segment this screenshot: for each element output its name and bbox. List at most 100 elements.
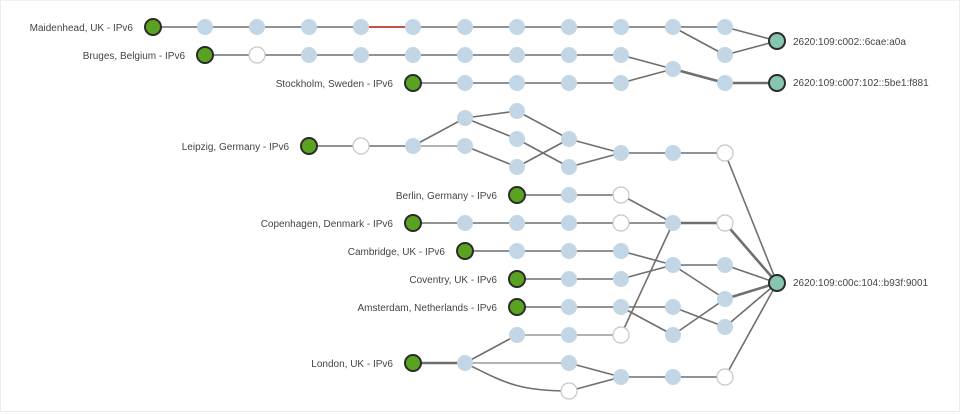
source-node[interactable] — [404, 214, 422, 232]
path-edge — [620, 264, 674, 280]
path-edge — [516, 110, 570, 140]
path-edge — [724, 281, 778, 301]
destination-node[interactable] — [768, 274, 786, 292]
hop-node[interactable] — [509, 19, 525, 35]
hop-node[interactable] — [613, 75, 629, 91]
path-edge — [724, 282, 778, 328]
path-edge — [568, 138, 622, 154]
unresponsive-hop-node[interactable] — [716, 368, 734, 386]
hop-node[interactable] — [509, 327, 525, 343]
hop-node[interactable] — [717, 257, 733, 273]
hop-node[interactable] — [509, 243, 525, 259]
hop-node[interactable] — [717, 19, 733, 35]
hop-node[interactable] — [717, 319, 733, 335]
hop-node[interactable] — [457, 138, 473, 154]
hop-node[interactable] — [665, 215, 681, 231]
hop-node[interactable] — [717, 291, 733, 307]
path-edge — [516, 138, 570, 168]
hop-node[interactable] — [561, 19, 577, 35]
hop-node[interactable] — [561, 131, 577, 147]
path-edge — [620, 68, 674, 84]
hop-node[interactable] — [457, 110, 473, 126]
hop-node[interactable] — [509, 103, 525, 119]
destination-node[interactable] — [768, 32, 786, 50]
path-edge — [672, 26, 726, 56]
source-node[interactable] — [404, 354, 422, 372]
hop-node[interactable] — [613, 369, 629, 385]
hop-node[interactable] — [509, 215, 525, 231]
hop-node[interactable] — [509, 131, 525, 147]
path-edge — [620, 222, 674, 336]
path-edge — [672, 264, 726, 300]
unresponsive-hop-node[interactable] — [612, 214, 630, 232]
hop-node[interactable] — [457, 19, 473, 35]
hop-node[interactable] — [405, 19, 421, 35]
hop-node[interactable] — [457, 47, 473, 63]
hop-node[interactable] — [665, 369, 681, 385]
hop-node[interactable] — [405, 138, 421, 154]
hop-node[interactable] — [301, 19, 317, 35]
hop-node[interactable] — [457, 75, 473, 91]
unresponsive-hop-node[interactable] — [716, 214, 734, 232]
hop-node[interactable] — [561, 75, 577, 91]
source-node[interactable] — [144, 18, 162, 36]
source-node[interactable] — [508, 270, 526, 288]
hop-node[interactable] — [457, 215, 473, 231]
unresponsive-hop-node[interactable] — [612, 186, 630, 204]
hop-node[interactable] — [613, 47, 629, 63]
hop-node[interactable] — [353, 47, 369, 63]
hop-node[interactable] — [561, 159, 577, 175]
hop-node[interactable] — [509, 75, 525, 91]
hop-node[interactable] — [457, 355, 473, 371]
source-label-berlin: Berlin, Germany - IPv6 — [396, 191, 498, 202]
hop-node[interactable] — [613, 243, 629, 259]
source-node[interactable] — [508, 298, 526, 316]
hop-node[interactable] — [561, 271, 577, 287]
unresponsive-hop-node[interactable] — [352, 137, 370, 155]
source-label-stockholm: Stockholm, Sweden - IPv6 — [276, 79, 394, 90]
hop-node[interactable] — [613, 299, 629, 315]
hop-node[interactable] — [613, 145, 629, 161]
hop-node[interactable] — [197, 19, 213, 35]
hop-node[interactable] — [665, 19, 681, 35]
hop-node[interactable] — [665, 327, 681, 343]
source-node[interactable] — [508, 186, 526, 204]
unresponsive-hop-node[interactable] — [248, 46, 266, 64]
hop-node[interactable] — [561, 215, 577, 231]
source-node[interactable] — [196, 46, 214, 64]
unresponsive-hop-node[interactable] — [716, 144, 734, 162]
source-node[interactable] — [404, 74, 422, 92]
unresponsive-hop-node[interactable] — [560, 382, 578, 400]
path-edge — [620, 250, 674, 266]
hop-node[interactable] — [561, 187, 577, 203]
source-node[interactable] — [456, 242, 474, 260]
source-label-copenhagen: Copenhagen, Denmark - IPv6 — [261, 219, 394, 230]
hop-node[interactable] — [561, 299, 577, 315]
hop-node[interactable] — [665, 257, 681, 273]
source-node[interactable] — [300, 137, 318, 155]
hop-node[interactable] — [301, 47, 317, 63]
hop-node[interactable] — [561, 355, 577, 371]
hop-node[interactable] — [509, 159, 525, 175]
hop-node[interactable] — [613, 19, 629, 35]
path-edge — [724, 152, 778, 284]
destination-node[interactable] — [768, 74, 786, 92]
hop-node[interactable] — [665, 61, 681, 77]
path-edge — [672, 67, 726, 85]
hop-node[interactable] — [717, 75, 733, 91]
hop-node[interactable] — [509, 47, 525, 63]
hop-node[interactable] — [665, 299, 681, 315]
unresponsive-hop-node[interactable] — [612, 326, 630, 344]
hop-node[interactable] — [613, 271, 629, 287]
hop-node[interactable] — [249, 19, 265, 35]
hop-node[interactable] — [353, 19, 369, 35]
hop-node[interactable] — [561, 327, 577, 343]
source-label-amsterdam: Amsterdam, Netherlands - IPv6 — [358, 303, 498, 314]
path-edge — [672, 298, 726, 336]
hop-node[interactable] — [561, 47, 577, 63]
hop-node[interactable] — [665, 145, 681, 161]
hop-node[interactable] — [561, 243, 577, 259]
hop-node[interactable] — [717, 47, 733, 63]
hop-node[interactable] — [405, 47, 421, 63]
